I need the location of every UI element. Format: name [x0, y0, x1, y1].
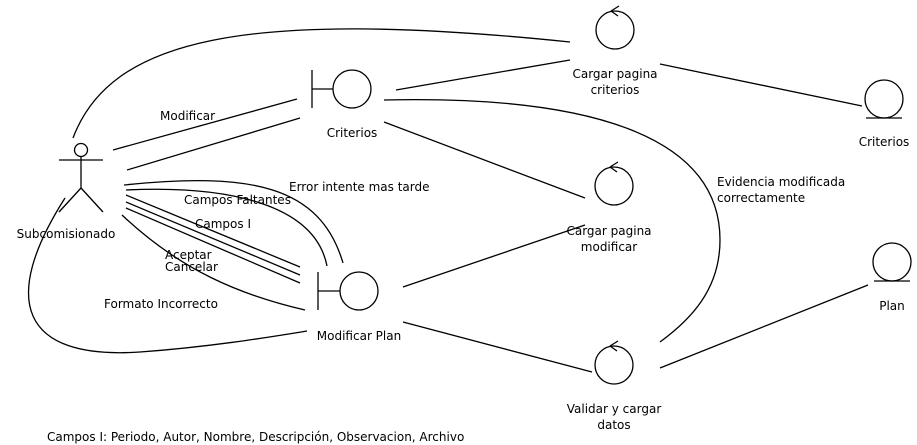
msg-campos-i: Campos I: [195, 217, 251, 231]
actor-label: Subcomisionado: [17, 227, 116, 241]
control-cargar-modificar-circle: [594, 166, 634, 206]
link-actor-criterios-b: [126, 117, 301, 171]
link-cargar-criterios-entity: [659, 63, 863, 107]
control-cargar-criterios-label-2: criterios: [591, 83, 640, 97]
entity-plan-circle: [872, 242, 912, 282]
boundary-modificar-plan-circle: [339, 271, 379, 311]
link-actor-modificar-plan-outer: [27, 197, 308, 354]
link-criterios-cargar-modificar: [383, 121, 586, 199]
entity-plan[interactable]: Plan: [872, 242, 912, 313]
entity-plan-label: Plan: [879, 299, 905, 313]
entity-criterios-label: Criterios: [859, 135, 910, 149]
control-validar-cargar-circle: [594, 345, 634, 385]
msg-error-intente: Error intente mas tarde: [289, 180, 430, 194]
msg-campos-faltantes: Campos Faltantes: [184, 193, 291, 207]
entity-criterios-circle: [864, 79, 904, 119]
boundary-criterios[interactable]: Criterios: [311, 69, 378, 140]
connections: [27, 28, 869, 373]
control-validar-cargar[interactable]: Validar y cargar datos: [567, 340, 662, 432]
control-cargar-modificar-label-1: Cargar pagina: [566, 224, 651, 238]
link-validar-plan: [659, 284, 869, 369]
actor-right-leg: [80, 187, 104, 213]
msg-cancelar: Cancelar: [165, 260, 218, 274]
msg-evidencia-1: Evidencia modificada: [717, 175, 845, 189]
link-actor-criterios-a: [112, 98, 298, 151]
control-cargar-criterios[interactable]: Cargar pagina criterios: [572, 5, 658, 97]
link-campos-faltantes: [125, 188, 328, 267]
actor-head: [73, 142, 89, 158]
control-cargar-criterios-arrow: [610, 5, 620, 17]
entity-criterios[interactable]: Criterios: [859, 79, 910, 149]
footnote-campos: Campos I: Periodo, Autor, Nombre, Descri…: [47, 430, 464, 444]
link-modificar-cargar-modificar: [402, 224, 586, 288]
boundary-modificar-plan[interactable]: Modificar Plan: [317, 271, 401, 343]
msg-aceptar: Aceptar: [165, 248, 212, 262]
link-formato-incorrecto: [121, 214, 306, 311]
msg-evidencia-2: correctamente: [717, 191, 805, 205]
control-validar-cargar-label-2: datos: [597, 418, 630, 432]
boundary-modificar-plan-label: Modificar Plan: [317, 329, 401, 343]
link-evidencia: [383, 98, 721, 343]
boundary-criterios-label: Criterios: [327, 126, 378, 140]
control-validar-cargar-arrow: [609, 340, 619, 352]
control-cargar-modificar-label-2: modificar: [581, 240, 637, 254]
msg-modificar: Modificar: [160, 109, 215, 123]
actor-left-leg: [58, 187, 82, 213]
link-actor-cargar-criterios: [72, 28, 571, 139]
link-cancelar: [125, 207, 301, 284]
control-cargar-modificar-arrow: [609, 161, 619, 173]
message-labels: Modificar Error intente mas tarde Campos…: [104, 109, 845, 311]
link-aceptar: [125, 201, 301, 276]
control-validar-cargar-label-1: Validar y cargar: [567, 402, 662, 416]
link-modificar-validar: [402, 321, 593, 373]
actor-subcomisionado[interactable]: Subcomisionado: [17, 142, 116, 242]
link-campos-i: [125, 194, 301, 268]
boundary-criterios-circle: [332, 69, 372, 109]
control-cargar-criterios-circle: [595, 10, 635, 50]
msg-formato-incorrecto: Formato Incorrecto: [104, 297, 218, 311]
control-cargar-criterios-label-1: Cargar pagina: [572, 67, 657, 81]
link-criterios-cargar-criterios: [395, 59, 571, 91]
link-error: [123, 179, 344, 264]
control-cargar-modificar[interactable]: Cargar pagina modificar: [566, 161, 652, 254]
